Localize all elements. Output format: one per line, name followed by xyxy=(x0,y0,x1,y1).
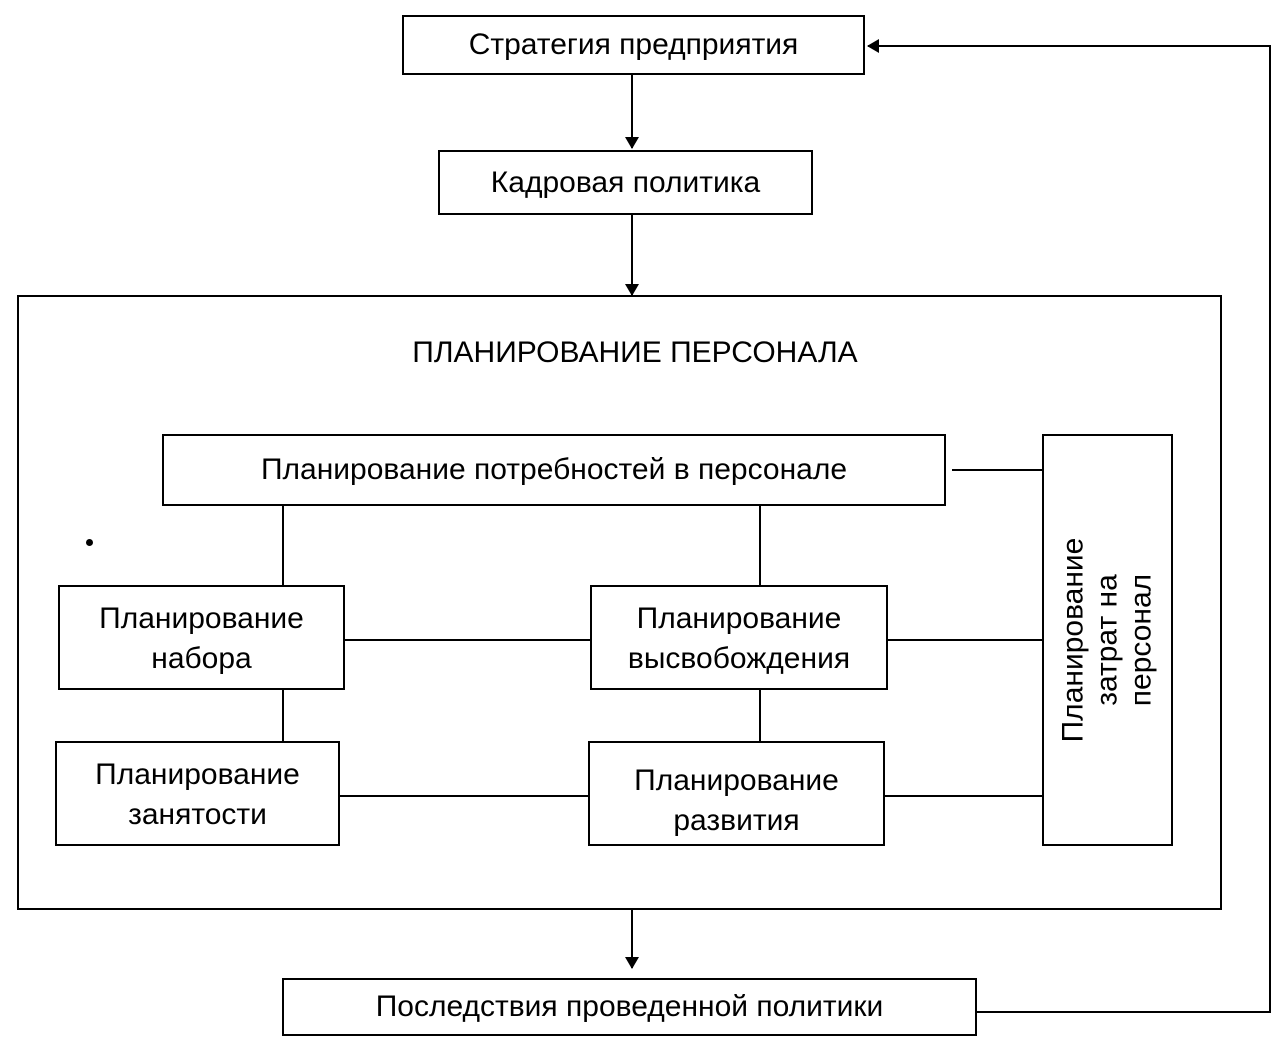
needs-planning-box: Планирование потребностей в персонале xyxy=(162,434,946,506)
feedback-loop-line xyxy=(867,39,1271,1013)
employment-line2: занятости xyxy=(128,798,267,831)
employment-line1: Планирование xyxy=(95,758,300,791)
development-line2: развития xyxy=(673,804,800,837)
strategy-label: Стратегия предприятия xyxy=(468,28,799,61)
costs-line2: затрат на xyxy=(1090,574,1124,706)
planning-block-title: ПЛАНИРОВАНИЕ ПЕРСОНАЛА xyxy=(412,336,858,369)
costs-planning-text: Планирование затрат на персонал xyxy=(1057,538,1159,743)
development-line1: Планирование xyxy=(634,764,839,797)
release-line1: Планирование xyxy=(636,602,842,635)
costs-line3: персонал xyxy=(1124,573,1158,707)
employment-planning-box: Планирование занятости xyxy=(55,741,340,846)
costs-line1: Планирование xyxy=(1056,537,1090,743)
consequences-label: Последствия проведенной политики xyxy=(375,990,884,1023)
development-planning-box: Планирование развития xyxy=(588,741,885,846)
consequences-box: Последствия проведенной политики xyxy=(282,978,977,1036)
strategy-box: Стратегия предприятия xyxy=(402,15,865,75)
hr-policy-label: Кадровая политика xyxy=(490,165,761,199)
stray-dot xyxy=(86,539,93,546)
costs-planning-box: Планирование затрат на персонал xyxy=(1042,434,1173,846)
release-planning-box: Планирование высвобождения xyxy=(590,585,888,690)
recruitment-planning-box: Планирование набора xyxy=(58,585,345,690)
release-line2: высвобождения xyxy=(627,642,851,675)
planning-block xyxy=(17,295,1222,910)
needs-planning-label: Планирование потребностей в персонале xyxy=(260,453,848,486)
recruitment-line1: Планирование xyxy=(99,602,304,635)
hr-policy-box: Кадровая политика xyxy=(438,150,813,215)
recruitment-line2: набора xyxy=(151,642,252,675)
